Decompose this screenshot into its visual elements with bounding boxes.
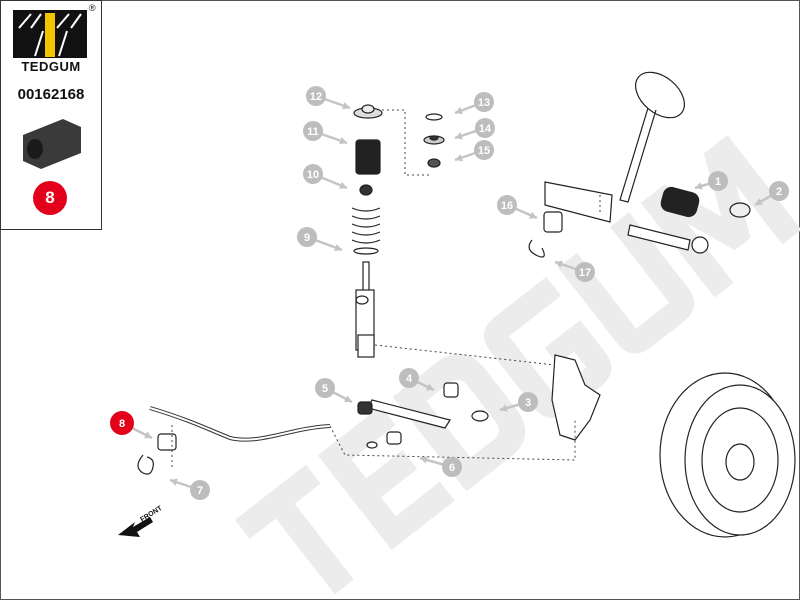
callout-circle [474, 140, 494, 160]
brand-name: TEDGUM [21, 59, 81, 74]
callout-8: 8 [110, 411, 153, 440]
arrowhead [170, 478, 178, 486]
leader-lines [171, 109, 601, 470]
callout-11: 11 [303, 121, 348, 145]
arrowhead [144, 431, 152, 439]
callout-number: 3 [525, 397, 531, 409]
callout-circle [315, 378, 335, 398]
callout-2: 2 [754, 181, 789, 207]
callout-number: 6 [449, 462, 455, 474]
callout-circle [475, 118, 495, 138]
callout-circle [708, 171, 728, 191]
arrowhead [529, 211, 537, 219]
callout-7: 7 [169, 478, 210, 500]
arrowhead [555, 260, 563, 268]
product-panel: ® TEDGUM 00162168 8 [0, 0, 102, 230]
arrowhead [455, 154, 463, 162]
arrowhead [695, 182, 703, 190]
callout-number: 14 [479, 123, 492, 135]
steering-knuckle [551, 354, 601, 441]
callout-number: 15 [478, 145, 490, 157]
callout-circle [474, 92, 494, 112]
position-badge: 8 [33, 181, 67, 215]
callout-circle [442, 457, 462, 477]
bushing-clamp [137, 454, 154, 475]
arrowhead [339, 137, 347, 145]
callout-circle [110, 411, 134, 435]
callout-12: 12 [306, 86, 351, 110]
callout-circle [306, 86, 326, 106]
callout-circle [575, 262, 595, 282]
callout-1: 1 [694, 171, 728, 191]
part-number: 00162168 [17, 86, 85, 103]
callout-circle [303, 121, 323, 141]
arrowhead [455, 132, 463, 140]
registered-mark: ® [89, 3, 96, 13]
callout-number: 12 [310, 91, 322, 103]
top-mount-parts [423, 113, 445, 168]
callout-number: 4 [406, 373, 413, 385]
callout-9: 9 [297, 227, 343, 252]
callout-3: 3 [499, 392, 538, 412]
callout-13: 13 [454, 92, 494, 115]
callout-circle [297, 227, 317, 247]
bushing-product-image [23, 119, 81, 169]
callout-circle [303, 164, 323, 184]
tedgum-logo [13, 10, 87, 58]
callout-number: 10 [307, 169, 319, 181]
arrowhead [334, 243, 342, 252]
callout-14: 14 [454, 118, 495, 140]
callout-10: 10 [303, 164, 348, 190]
callout-circle [769, 181, 789, 201]
callout-circle [518, 392, 538, 412]
stabilizer-bushing [157, 433, 177, 451]
callout-17: 17 [554, 260, 595, 282]
steering-assembly [528, 71, 751, 258]
callout-16: 16 [497, 195, 538, 220]
arrowhead [344, 395, 352, 403]
arrowhead [755, 198, 763, 205]
arrowhead [420, 456, 428, 464]
callout-6: 6 [419, 456, 462, 477]
callout-circle [497, 195, 517, 215]
callout-number: 9 [304, 232, 310, 244]
callout-15: 15 [454, 140, 494, 162]
callout-4: 4 [399, 368, 435, 392]
strut-assembly [351, 104, 383, 358]
callout-number: 8 [119, 418, 125, 430]
arrowhead [426, 383, 434, 391]
arrowhead [500, 404, 508, 412]
control-arm [357, 382, 489, 449]
callout-number: 5 [322, 383, 328, 395]
arrowhead [342, 102, 350, 110]
arrowhead [455, 106, 463, 115]
arrowhead [339, 181, 347, 189]
stabilizer-bar [149, 406, 331, 442]
callout-circle [399, 368, 419, 388]
callout-number: 17 [579, 267, 591, 279]
callout-number: 13 [478, 97, 490, 109]
wheel [659, 372, 796, 538]
callout-circle [190, 480, 210, 500]
callout-number: 2 [776, 186, 782, 198]
callout-number: 7 [197, 485, 203, 497]
callout-number: 11 [307, 126, 319, 138]
callout-number: 1 [715, 176, 721, 188]
watermark [235, 135, 800, 595]
callout-number: 16 [501, 200, 513, 212]
callout-5: 5 [315, 378, 353, 404]
front-arrow: FRONT [118, 505, 164, 537]
